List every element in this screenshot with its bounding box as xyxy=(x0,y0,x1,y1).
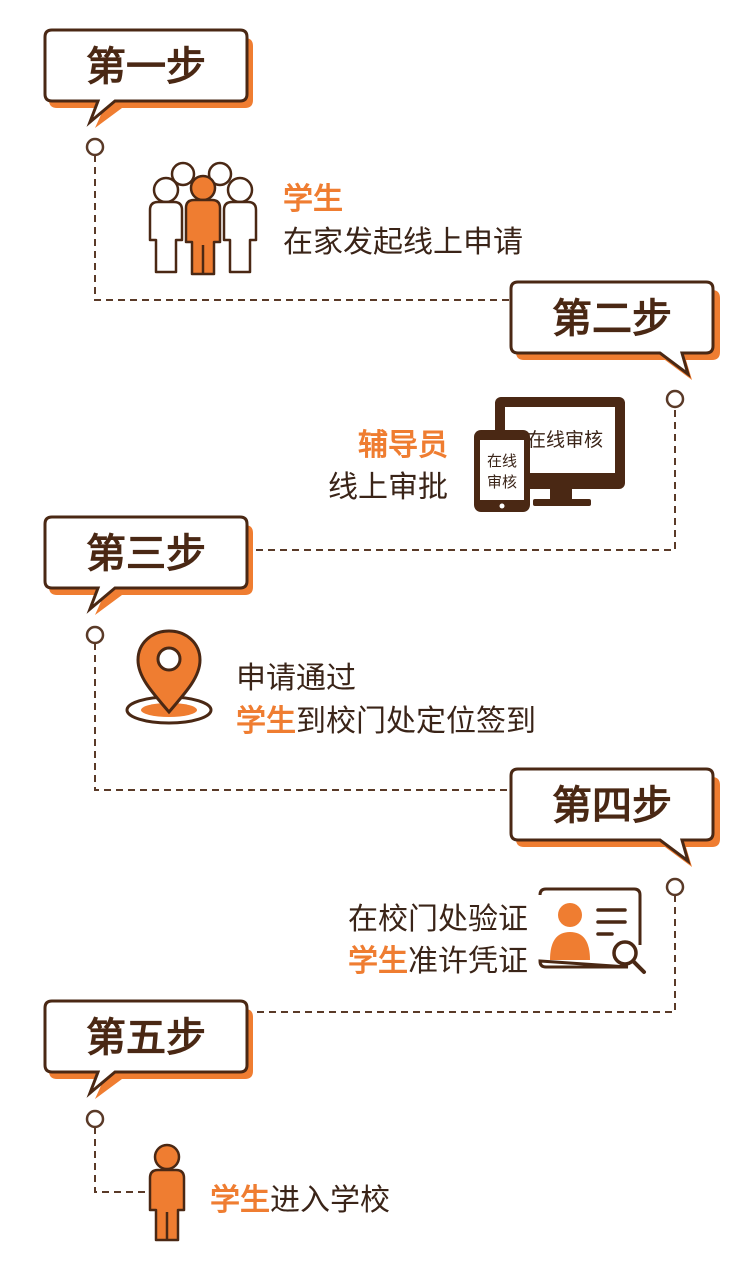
people-group-icon xyxy=(148,161,258,276)
step-2-actor: 辅导员 xyxy=(358,428,448,463)
step-5-bubble: 第五步 xyxy=(43,999,253,1099)
step-4-line-2: 学生准许凭证 xyxy=(348,936,528,980)
step-3-line-1: 申请通过 xyxy=(236,661,356,696)
step-4-line-1: 在校门处验证 xyxy=(348,902,528,937)
phone-screen-text-1: 在线 xyxy=(487,452,517,470)
connector-nodes xyxy=(85,137,685,1129)
step-3-bubble: 第三步 xyxy=(43,515,253,615)
step-4-actor: 学生 xyxy=(348,944,408,979)
step-3-label: 第三步 xyxy=(86,531,206,577)
step-4-label: 第四步 xyxy=(552,783,672,829)
location-pin-icon xyxy=(125,629,213,725)
step-2-label: 第二步 xyxy=(552,296,672,342)
step-3-actor: 学生 xyxy=(236,704,296,739)
step-5-label: 第五步 xyxy=(86,1015,206,1061)
monitor-screen-text: 在线审核 xyxy=(527,429,603,451)
step-1-label: 第一步 xyxy=(86,44,206,90)
step-1-description: 在家发起线上申请 xyxy=(283,225,523,260)
step-4-action: 准许凭证 xyxy=(408,944,528,979)
step-1-bubble: 第一步 xyxy=(43,28,253,128)
step-2-bubble: 第二步 xyxy=(509,280,720,380)
step-1-actor: 学生 xyxy=(283,182,343,217)
step-3-line-2: 学生到校门处定位签到 xyxy=(236,696,536,740)
step-3-action: 到校门处定位签到 xyxy=(296,704,536,739)
step-2-description: 线上审批 xyxy=(328,470,448,505)
step-5-description: 学生进入学校 xyxy=(210,1175,390,1219)
id-card-search-icon xyxy=(538,887,646,974)
step-5-actor: 学生 xyxy=(210,1183,270,1218)
dashed-connectors xyxy=(94,155,676,1193)
phone-screen-text-2: 审核 xyxy=(487,473,517,491)
step-4-bubble: 第四步 xyxy=(509,767,720,867)
monitor-phone-icon: 在线审核 在线 审核 xyxy=(474,397,625,512)
person-icon xyxy=(148,1143,186,1242)
step-5-action: 进入学校 xyxy=(270,1183,390,1218)
